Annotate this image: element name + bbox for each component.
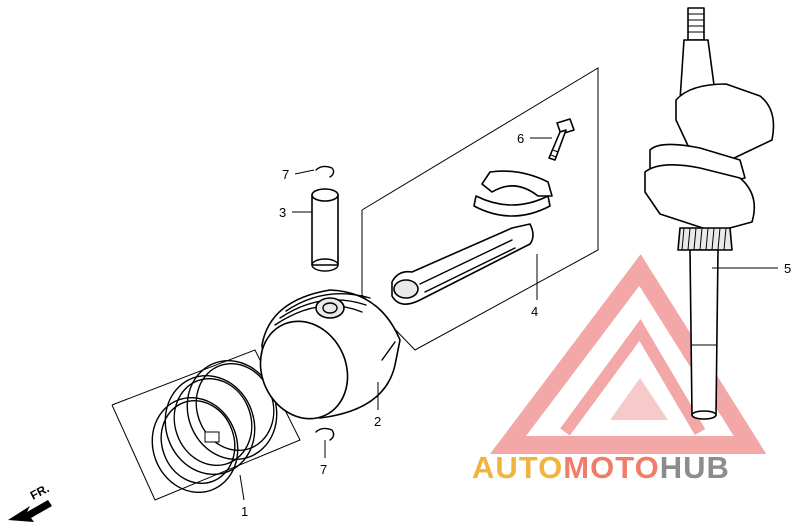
piston [259, 289, 401, 420]
callout-1: 1 [241, 504, 248, 519]
front-direction-arrow: FR. [8, 481, 52, 522]
callout-7-top: 7 [282, 167, 289, 182]
connecting-rod [391, 170, 553, 305]
callout-3: 3 [279, 205, 286, 220]
ring-set-boundary [111, 349, 301, 501]
watermark-part-1: AUTO [472, 450, 563, 485]
watermark-text: AUTOMOTOHUB [472, 450, 730, 485]
callout-7-bottom: 7 [320, 462, 327, 477]
rod-bolt [548, 118, 575, 161]
piston-pin [311, 188, 339, 272]
leader-lines [239, 137, 778, 501]
svg-text:AUTOMOTOHUB: AUTOMOTOHUB [472, 450, 730, 485]
callout-5: 5 [784, 261, 791, 276]
callout-2: 2 [374, 414, 381, 429]
callout-4: 4 [531, 304, 538, 319]
piston-rings [151, 359, 278, 494]
pin-clip-top [315, 165, 335, 178]
rod-group-boundary [361, 67, 599, 351]
callout-6: 6 [517, 131, 524, 146]
front-arrow-label: FR. [28, 481, 52, 502]
watermark-part-2: MOTO [563, 450, 659, 485]
crankshaft [644, 7, 775, 420]
watermark-part-3: HUB [660, 450, 730, 485]
pin-clip-bottom [315, 427, 335, 441]
